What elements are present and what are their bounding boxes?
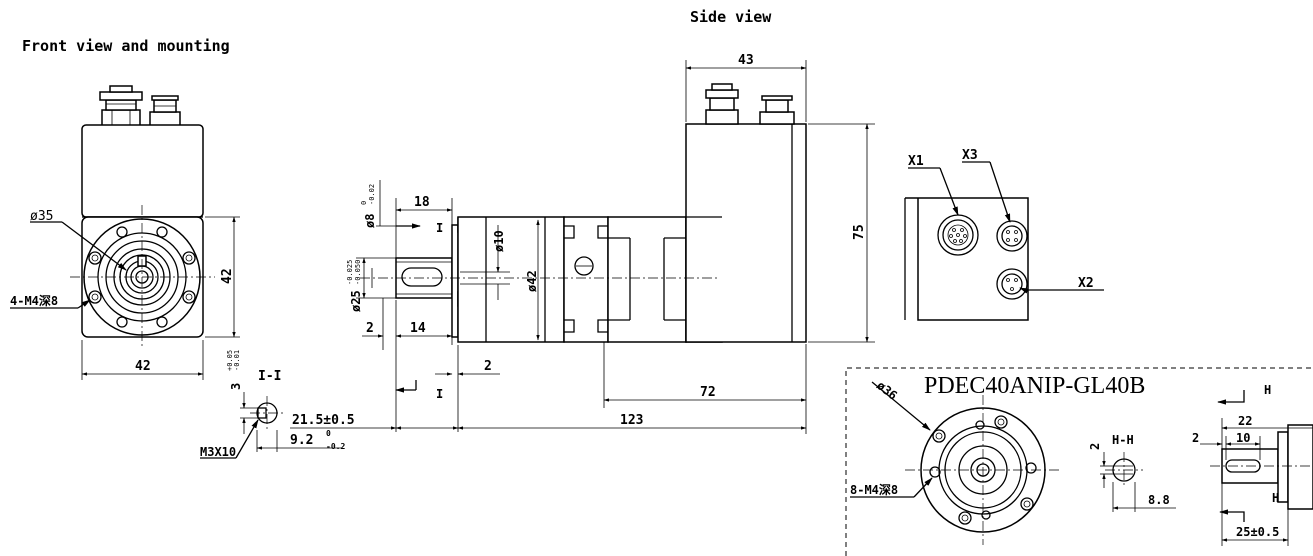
- variant-holes-label: 8-M4深8: [850, 482, 898, 497]
- connector-x2: [996, 268, 1028, 300]
- side-d8-tol-up: 0: [360, 201, 368, 205]
- side-view-title: Side view: [690, 8, 772, 26]
- side-flange-dim: 21.5±0.5: [292, 413, 355, 428]
- side-shaft-key: [401, 267, 443, 287]
- side-motor: [607, 216, 687, 343]
- front-dia35-label: ø35: [30, 209, 53, 224]
- side-len2b-dim: 2: [484, 359, 492, 374]
- section-depth-sup: 0: [326, 429, 331, 438]
- side-cut-top: I: [436, 221, 443, 235]
- front-width-dim: 42: [135, 359, 151, 374]
- connector-x3: [996, 220, 1028, 252]
- side-len14-dim: 14: [410, 321, 426, 336]
- section-depth-dim: 9.2: [290, 433, 313, 448]
- side-drive-box: [685, 123, 807, 343]
- variant-len22: 22: [1238, 414, 1252, 428]
- front-mounting-holes: [88, 226, 196, 328]
- side-connector-right: [759, 95, 795, 125]
- section-screw-label: M3X10: [200, 445, 236, 459]
- front-height-dim: 42: [220, 268, 235, 284]
- front-connector-right: [149, 95, 181, 127]
- front-view-title: Front view and mounting: [22, 37, 230, 55]
- section-label: I-I: [258, 369, 281, 384]
- variant-cut-bottom: H: [1272, 491, 1279, 505]
- connector-x1-label: X1: [908, 154, 924, 169]
- variant-box: PDEC40ANIP-GL40B ø36 8-M4深8 H-H: [845, 367, 1313, 556]
- side-d8-dim: ø8: [363, 214, 377, 228]
- variant-len2: 2: [1192, 431, 1199, 445]
- side-body-dim: 72: [700, 385, 716, 400]
- variant-flange-dim: 25±0.5: [1236, 525, 1279, 539]
- side-d10-dim: ø10: [492, 230, 506, 252]
- variant-hh-label: H-H: [1112, 433, 1134, 447]
- side-connector-left: [705, 83, 739, 125]
- connector-panel: X1 X3 X2: [904, 148, 1104, 321]
- side-d25-dim: ø25: [349, 290, 363, 312]
- variant-cut-top: H: [1264, 383, 1271, 397]
- variant-dia36-label: ø36: [874, 378, 900, 402]
- section-i-i: I-I 3 +0.05 -0.01 M3X10 9.2 0 -0.2: [200, 350, 345, 459]
- side-d42-dim: ø42: [525, 270, 539, 292]
- front-connector-left: [99, 85, 143, 127]
- connector-x2-label: X2: [1078, 276, 1094, 291]
- section-tol-up: +0.05: [226, 350, 234, 371]
- connector-x3-label: X3: [962, 148, 978, 163]
- side-top-dim: 43: [738, 53, 754, 68]
- side-cut-bottom: I: [436, 387, 443, 401]
- variant-title: PDEC40ANIP-GL40B: [924, 373, 1145, 399]
- side-d25-tol-lo: -0.050: [354, 260, 362, 285]
- side-total-dim: 123: [620, 413, 643, 428]
- side-gearbox: [457, 216, 565, 343]
- side-d25-tol-up: -0.025: [346, 260, 354, 285]
- side-len2a-dim: 2: [366, 321, 374, 336]
- front-holes-label: 4-M4深8: [10, 293, 58, 308]
- section-height-dim: 3: [229, 383, 243, 390]
- front-drive-housing: [81, 124, 204, 218]
- front-view: ø35 4-M4深8 42 42: [10, 85, 240, 380]
- side-height-dim: 75: [852, 224, 867, 240]
- side-view: 43 75 18 I ø8 0 -0.02 ø25 -0.025 -0.050 …: [290, 53, 875, 434]
- variant-len10: 10: [1236, 431, 1250, 445]
- section-depth-sub: -0.2: [326, 442, 345, 451]
- variant-hh-height: 2: [1088, 443, 1102, 450]
- variant-hh-width: 8.8: [1148, 493, 1170, 507]
- side-d8-tol-lo: -0.02: [368, 184, 376, 205]
- variant-mounting-holes: [929, 415, 1037, 525]
- side-len18-dim: 18: [414, 195, 430, 210]
- section-tol-lo: -0.01: [233, 350, 241, 371]
